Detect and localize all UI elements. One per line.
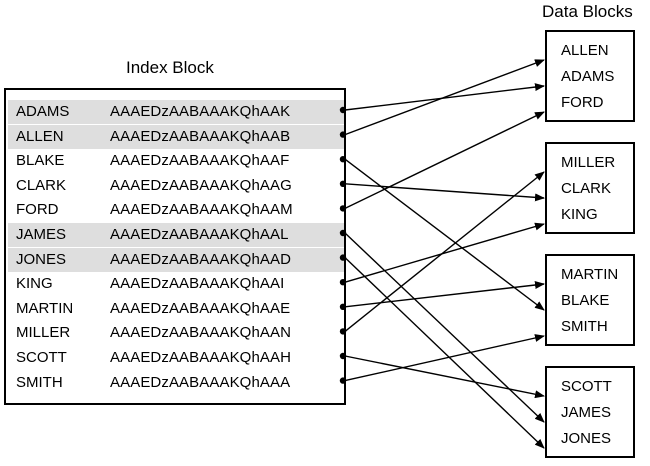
pointer-bullet — [339, 303, 347, 310]
pointer-arrow — [344, 171, 545, 332]
pointer-bullet — [339, 328, 347, 335]
index-row: BLAKE AAAEDzAABAAAKQhAAF — [8, 149, 344, 173]
data-block-item: JAMES — [561, 404, 612, 421]
index-key: JAMES — [16, 226, 67, 243]
index-key: SMITH — [16, 373, 63, 391]
index-row: JONES AAAEDzAABAAAKQhAAD — [8, 247, 344, 272]
index-key: MILLER — [16, 324, 71, 342]
data-block: SCOTT JAMES JONES — [545, 366, 635, 458]
pointer-bullet — [339, 156, 347, 163]
index-row: ALLEN AAAEDzAABAAAKQhAAB — [8, 124, 344, 149]
data-blocks-title: Data Blocks — [542, 2, 633, 21]
data-block-item: JONES — [561, 430, 612, 447]
index-key: ADAMS — [16, 103, 70, 120]
index-block-title: Index Block — [126, 58, 214, 77]
index-rowid: AAAEDzAABAAAKQhAAI — [110, 275, 285, 293]
index-rowid: AAAEDzAABAAAKQhAAG — [110, 176, 292, 194]
index-rowid: AAAEDzAABAAAKQhAAM — [110, 201, 293, 219]
data-block-item: KING — [561, 206, 598, 223]
index-key: FORD — [16, 201, 59, 219]
data-block-item: ADAMS — [561, 68, 615, 85]
pointer-bullet — [339, 106, 347, 114]
data-block: ALLEN ADAMS FORD — [545, 30, 635, 122]
index-rowid: AAAEDzAABAAAKQhAAA — [110, 373, 291, 391]
data-block: MILLER CLARK KING — [545, 142, 635, 234]
index-key: MARTIN — [16, 299, 74, 317]
index-key: CLARK — [16, 176, 67, 194]
index-rowid: AAAEDzAABAAAKQhAAH — [110, 349, 292, 366]
index-row: MARTIN AAAEDzAABAAAKQhAAE — [8, 297, 344, 321]
pointer-bullet — [339, 131, 347, 138]
data-block-item: SMITH — [561, 318, 608, 335]
index-key: ALLEN — [16, 127, 64, 145]
index-row: SMITH AAAEDzAABAAAKQhAAA — [8, 371, 344, 395]
index-row: CLARK AAAEDzAABAAAKQhAAG — [8, 174, 344, 198]
pointer-arrow — [344, 257, 545, 449]
index-key: KING — [16, 275, 53, 293]
pointer-bullet — [339, 205, 347, 212]
index-rowid: AAAEDzAABAAAKQhAAN — [110, 324, 292, 342]
index-row: KING AAAEDzAABAAAKQhAAI — [8, 272, 344, 296]
pointer-bullet — [339, 352, 347, 360]
index-row: JAMES AAAEDzAABAAAKQhAAL — [8, 223, 344, 247]
index-rowid: AAAEDzAABAAAKQhAAL — [110, 226, 289, 243]
data-block-item: MARTIN — [561, 266, 619, 283]
data-block-item: BLAKE — [561, 292, 610, 309]
pointer-arrow — [344, 183, 545, 202]
index-block: ADAMS AAAEDzAABAAAKQhAAK ALLEN AAAEDzAABAAA… — [4, 88, 346, 405]
data-block: MARTIN BLAKE SMITH — [545, 254, 635, 346]
pointer-arrow — [344, 111, 545, 210]
index-rowid: AAAEDzAABAAAKQhAAK — [110, 103, 291, 120]
pointer-arrow — [344, 59, 545, 136]
pointer-bullet — [339, 229, 347, 237]
pointer-arrow — [344, 232, 545, 423]
pointer-bullet — [339, 377, 347, 384]
index-row: MILLER AAAEDzAABAAAKQhAAN — [8, 321, 344, 345]
data-block-item: ALLEN — [561, 42, 609, 59]
pointer-bullet — [339, 279, 347, 286]
index-key: SCOTT — [16, 349, 67, 366]
pointer-arrow — [344, 334, 545, 382]
index-key: BLAKE — [16, 152, 65, 170]
pointer-arrow — [344, 222, 545, 283]
index-rowid: AAAEDzAABAAAKQhAAB — [110, 127, 291, 145]
index-rowid: AAAEDzAABAAAKQhAAF — [110, 152, 290, 170]
data-block-item: MILLER — [561, 154, 616, 171]
index-key: JONES — [16, 250, 67, 268]
index-row: SCOTT AAAEDzAABAAAKQhAAH — [8, 346, 344, 370]
pointer-arrow — [344, 355, 545, 399]
pointer-arrow — [344, 281, 545, 308]
index-rowid: AAAEDzAABAAAKQhAAE — [110, 299, 291, 317]
pointer-bullet — [339, 254, 347, 261]
data-block-item: FORD — [561, 94, 604, 111]
index-rowid: AAAEDzAABAAAKQhAAD — [110, 250, 292, 268]
index-row: FORD AAAEDzAABAAAKQhAAM — [8, 198, 344, 222]
index-row: ADAMS AAAEDzAABAAAKQhAAK — [8, 100, 344, 124]
data-block-item: SCOTT — [561, 378, 612, 395]
pointer-arrow — [344, 158, 545, 311]
pointer-bullet — [339, 180, 347, 187]
data-block-item: CLARK — [561, 180, 612, 197]
